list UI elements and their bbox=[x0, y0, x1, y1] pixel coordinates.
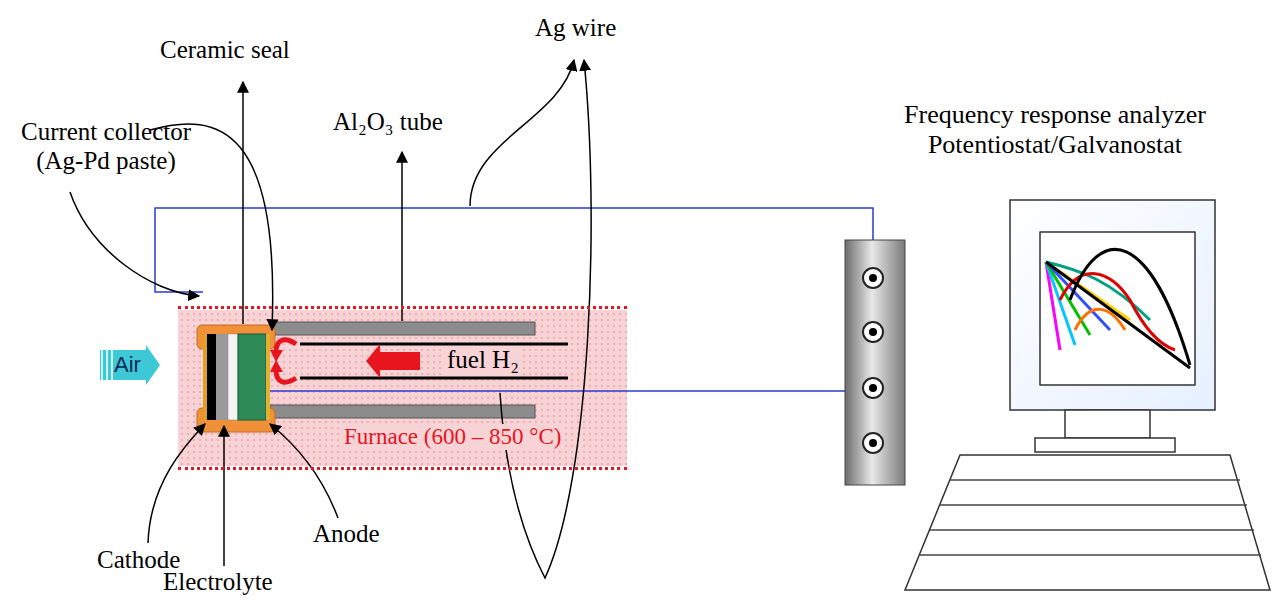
arrow-label: Air bbox=[114, 352, 141, 378]
furnace-ground bbox=[178, 310, 627, 466]
furnace-label: Furnace (600 – 850 °C) bbox=[341, 424, 564, 450]
part-label: Current collector (Ag-Pd paste) bbox=[6, 118, 206, 176]
part-label: Anode bbox=[313, 520, 380, 549]
part-label: Frequency response analyzer Potentiostat… bbox=[855, 100, 1255, 160]
air-arrow: Air bbox=[100, 345, 160, 385]
furnace-region: Furnace (600 – 850 °C) bbox=[178, 306, 627, 470]
part-label: Ag wire bbox=[535, 14, 616, 43]
part-label: Al₂O₃ tube bbox=[333, 108, 443, 137]
part-label: fuel H₂ bbox=[445, 346, 521, 375]
part-label: Ceramic seal bbox=[160, 36, 290, 65]
part-label: Electrolyte bbox=[163, 568, 273, 597]
